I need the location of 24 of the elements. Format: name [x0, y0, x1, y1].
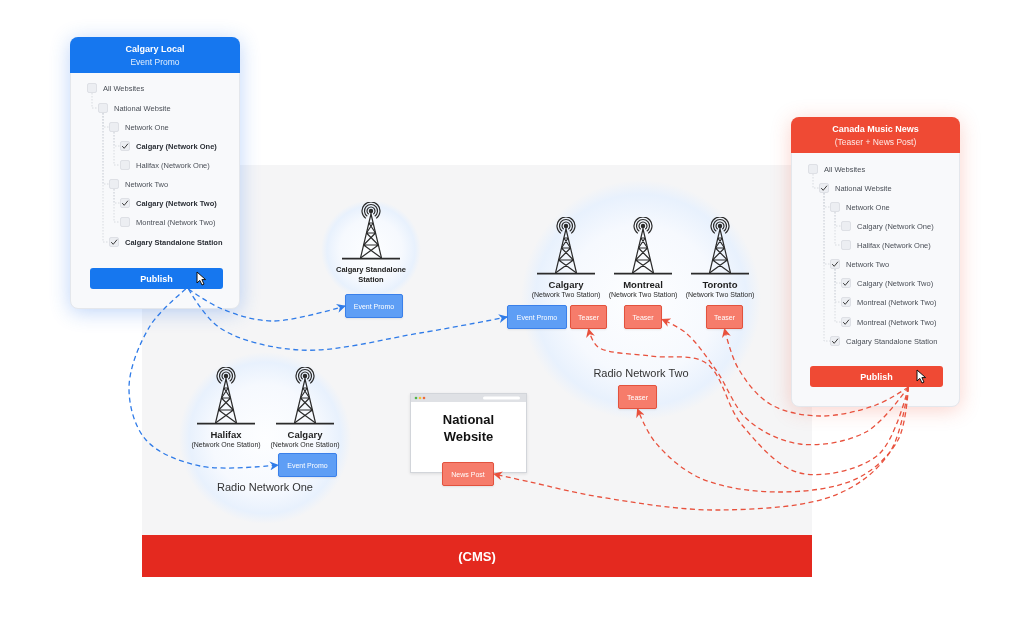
station-name: Calgary [286, 429, 324, 440]
publish-panel [791, 117, 960, 407]
dashed-arrow [128, 288, 279, 471]
station-name: Halifax [209, 429, 243, 440]
publish-panel [70, 37, 240, 309]
dashed-arrow [722, 328, 910, 417]
publish-button: Publish [90, 268, 223, 289]
dashed-arrow [187, 288, 346, 322]
publish-button: Publish [810, 366, 943, 387]
panel-title: Canada Music News [831, 124, 920, 134]
station-name: Montreal [622, 279, 664, 290]
page-title: National Website [441, 411, 496, 445]
dashed-arrow [661, 318, 910, 446]
dashed-arrow [187, 288, 508, 351]
platform-bar: (CMS) [142, 535, 812, 577]
browser-window [410, 393, 527, 473]
network-name: Radio Network Two [592, 367, 690, 380]
station-name: Toronto [701, 279, 739, 290]
panel-subtitle: Event Promo [129, 57, 181, 67]
station-name: Calgary [547, 279, 585, 290]
network-name: Radio Network One [216, 481, 314, 494]
panel-title: Calgary Local [124, 44, 186, 54]
dashed-arrow [493, 386, 910, 511]
panel-subtitle: (Teaser + News Post) [833, 137, 918, 147]
